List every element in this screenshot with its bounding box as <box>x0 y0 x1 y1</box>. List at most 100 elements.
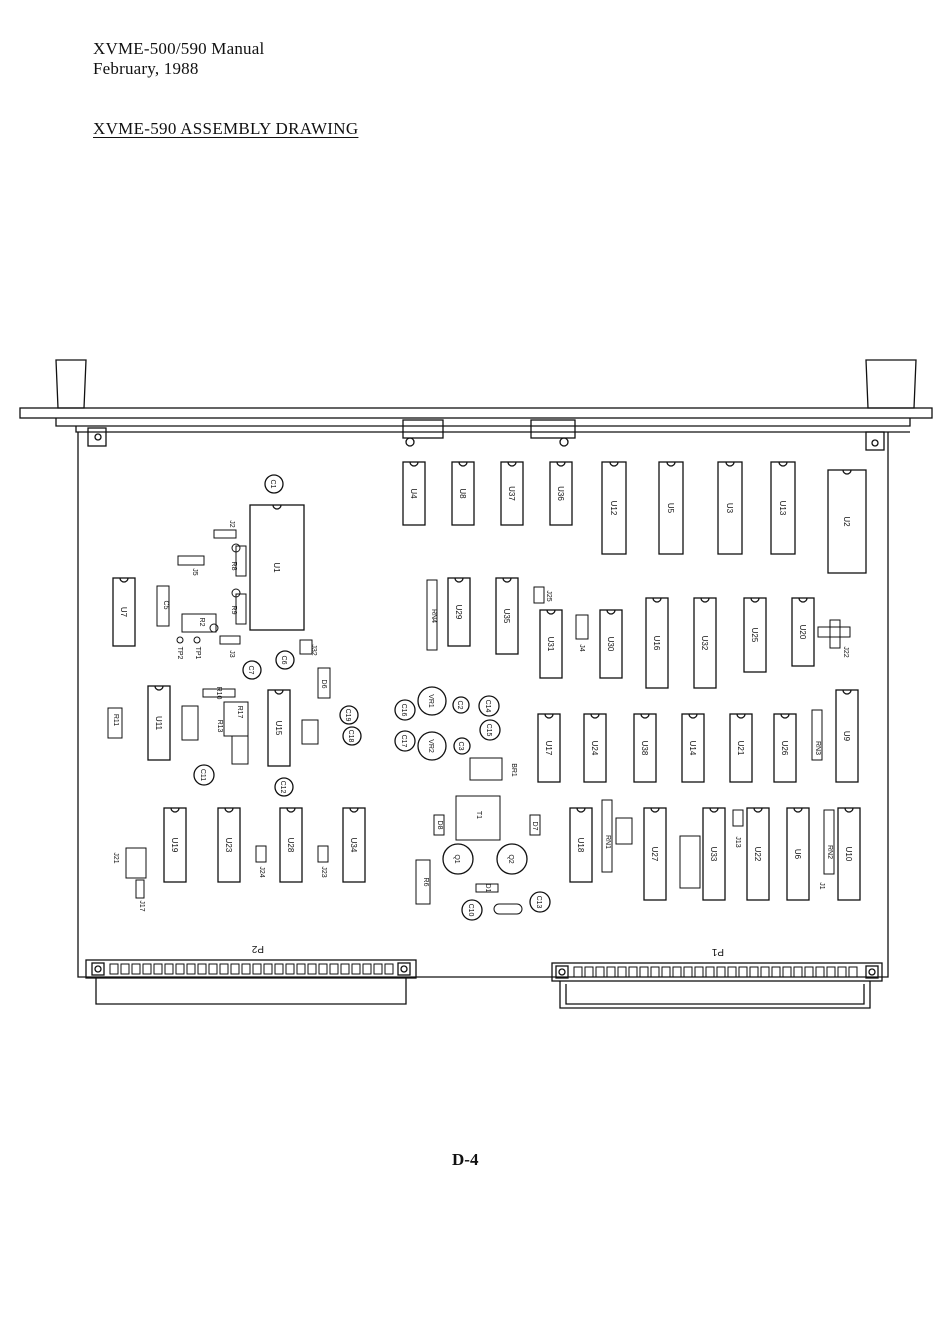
ref-d1: D1 <box>484 884 491 893</box>
chip-label: U34 <box>349 838 358 853</box>
chip-u27: U27 <box>643 807 667 901</box>
ref-r8: R8 <box>230 562 237 571</box>
regulator-label: VR1 <box>427 694 434 708</box>
regulator-vr2: VR2 <box>417 731 447 761</box>
chip-label: U12 <box>609 501 618 516</box>
chip-u38: U38 <box>633 713 657 783</box>
chip-label: U16 <box>652 636 661 651</box>
transistor-q2: Q2 <box>496 843 528 875</box>
connector-p1 <box>551 962 883 1009</box>
ref-rn1: RN1 <box>604 835 611 849</box>
chip-u31: U31 <box>539 609 563 679</box>
chip-u33: U33 <box>702 807 726 901</box>
ref-br1: BR1 <box>510 763 517 777</box>
chip-label: U33 <box>709 847 718 862</box>
capacitor-label: C11 <box>199 769 206 781</box>
front-panel-bar <box>19 407 933 419</box>
ref-j2: J2 <box>228 520 235 528</box>
connector-p1-label: P1 <box>711 946 724 957</box>
manual-title: XVME-500/590 Manual <box>93 39 265 58</box>
section-title: XVME-590 ASSEMBLY DRAWING <box>93 119 359 138</box>
chip-label: U24 <box>590 741 599 756</box>
chip-u37: U37 <box>500 461 524 526</box>
chip-label: U14 <box>688 741 697 756</box>
chip-u6: U6 <box>786 807 810 901</box>
capacitor-c6: C6 <box>275 650 295 670</box>
chip-u3: U3 <box>717 461 743 555</box>
chip-u24: U24 <box>583 713 607 783</box>
chip-label: U26 <box>780 741 789 756</box>
capacitor-c15: C15 <box>479 719 501 741</box>
ref-r17: R17 <box>236 706 243 719</box>
capacitor-label: C16 <box>400 704 407 717</box>
chip-u35: U35 <box>495 577 519 655</box>
right-ejector-handle <box>865 359 917 409</box>
capacitor-label: C6 <box>280 656 287 665</box>
chip-label: U21 <box>736 741 745 756</box>
chip-label: U1 <box>272 562 281 573</box>
capacitor-c17: C17 <box>394 730 416 752</box>
manual-date: February, 1988 <box>93 59 199 78</box>
chip-label: U2 <box>842 516 851 527</box>
misc-components <box>107 529 851 915</box>
chip-label: U11 <box>154 716 163 731</box>
mounting-brackets <box>87 419 885 451</box>
capacitor-label: C1 <box>269 480 276 489</box>
ref-tp1: TP1 <box>194 647 201 660</box>
ref-r6: R6 <box>422 878 429 887</box>
ref-j24: J24 <box>258 866 265 877</box>
ref-r9: R9 <box>230 606 237 615</box>
chip-label: U7 <box>119 607 128 618</box>
chip-u21: U21 <box>729 713 753 783</box>
ref-rn3: RN3 <box>814 741 821 755</box>
page-number: D-4 <box>452 1150 479 1169</box>
chip-u2: U2 <box>827 469 867 574</box>
ref-j13: J13 <box>734 836 741 847</box>
ref-j17: J17 <box>138 900 145 911</box>
chip-u7: U7 <box>112 577 136 647</box>
chip-u34: U34 <box>342 807 366 883</box>
ref-j23: J23 <box>320 866 327 877</box>
chip-u22: U22 <box>746 807 770 901</box>
chip-u8: U8 <box>451 461 475 526</box>
transistor-q1: Q1 <box>442 843 474 875</box>
capacitor-label: C7 <box>247 666 254 675</box>
chip-u36: U36 <box>549 461 573 526</box>
chip-u4: U4 <box>402 461 426 526</box>
chip-label: U22 <box>753 847 762 862</box>
transistor-label: Q2 <box>507 854 514 863</box>
ref-t1: T1 <box>475 811 482 819</box>
chip-u13: U13 <box>770 461 796 555</box>
capacitor-label: C13 <box>535 896 542 909</box>
capacitor-c13: C13 <box>529 891 551 913</box>
ref-d6: D6 <box>320 680 327 689</box>
chip-label: U18 <box>576 838 585 853</box>
chip-label: U27 <box>650 847 659 862</box>
chip-u29: U29 <box>447 577 471 647</box>
chip-label: U13 <box>778 501 787 516</box>
chip-label: U23 <box>224 838 233 853</box>
capacitor-c10: C10 <box>461 899 483 921</box>
chip-u14: U14 <box>681 713 705 783</box>
chip-u28: U28 <box>279 807 303 883</box>
chip-u15: U15 <box>267 689 291 767</box>
chip-label: U9 <box>842 731 851 742</box>
chip-u16: U16 <box>645 597 669 689</box>
chip-u9: U9 <box>835 689 859 783</box>
chip-u1: U1 <box>249 504 305 631</box>
capacitor-label: C12 <box>279 781 286 794</box>
ref-j5: J5 <box>191 568 198 576</box>
chip-u11: U11 <box>147 685 171 761</box>
chip-label: U25 <box>750 628 759 643</box>
chip-label: U28 <box>286 838 295 853</box>
connector-p2 <box>85 959 417 1005</box>
chip-label: U35 <box>502 609 511 624</box>
chip-label: U31 <box>546 637 555 652</box>
ref-j21: J21 <box>112 852 119 863</box>
chip-u10: U10 <box>837 807 861 901</box>
ref-c5: C5 <box>162 601 169 610</box>
chip-u32: U32 <box>693 597 717 689</box>
ref-r2: R2 <box>198 618 205 627</box>
